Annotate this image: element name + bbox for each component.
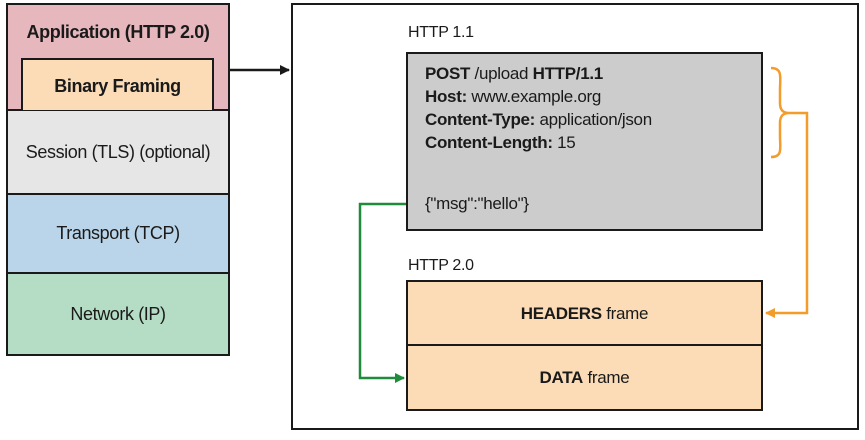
content-length-key: Content-Length: <box>425 133 553 152</box>
headers-frame: HEADERS frame <box>408 282 761 346</box>
session-layer: Session (TLS) (optional) <box>8 111 228 195</box>
http11-request: POST /upload HTTP/1.1 Host: www.example.… <box>406 52 763 231</box>
headers-frame-suffix: frame <box>601 304 649 323</box>
content-length-value: 15 <box>552 133 576 152</box>
application-layer: Application (HTTP 2.0) Binary Framing <box>8 5 228 111</box>
http20-label: HTTP 2.0 <box>408 257 474 274</box>
host-header-value: www.example.org <box>466 87 602 106</box>
content-type-value: application/json <box>535 110 652 129</box>
headers-frame-type: HEADERS <box>520 304 602 323</box>
request-version: HTTP/1.1 <box>532 64 604 83</box>
binary-framing-layer: Binary Framing <box>21 58 214 110</box>
network-layer: Network (IP) <box>8 274 228 354</box>
data-frame-type: DATA <box>539 368 584 387</box>
request-method: POST <box>425 64 471 83</box>
framing-detail-panel <box>291 3 859 430</box>
content-type-header: Content-Type: application/json <box>425 110 652 130</box>
http20-frames: HEADERS frame DATA frame <box>406 280 763 411</box>
data-frame: DATA frame <box>408 346 761 410</box>
host-header: Host: www.example.org <box>425 87 601 107</box>
http11-label: HTTP 1.1 <box>408 24 474 41</box>
host-header-key: Host: <box>425 87 467 106</box>
request-path: /upload <box>470 64 533 83</box>
request-line: POST /upload HTTP/1.1 <box>425 64 603 84</box>
content-length-header: Content-Length: 15 <box>425 133 576 153</box>
data-frame-suffix: frame <box>583 368 630 387</box>
application-layer-label: Application (HTTP 2.0) <box>26 22 210 42</box>
protocol-stack: Application (HTTP 2.0) Binary Framing Se… <box>6 3 230 356</box>
transport-layer: Transport (TCP) <box>8 195 228 274</box>
content-type-key: Content-Type: <box>425 110 536 129</box>
request-body: {"msg":"hello"} <box>425 194 529 213</box>
